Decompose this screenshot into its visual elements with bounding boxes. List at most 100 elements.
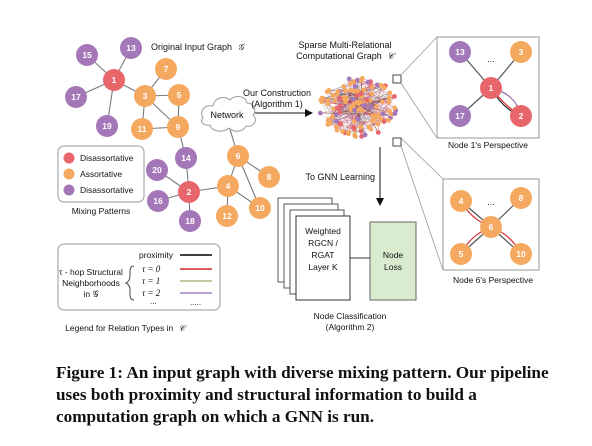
mixing-patterns-caption: Mixing Patterns <box>72 206 131 216</box>
hairball-edge <box>340 106 369 127</box>
hairball-node <box>382 85 387 91</box>
tau-2-label: τ = 2 <box>142 288 161 298</box>
node-loss-line1: Node <box>383 250 404 260</box>
gnn-layer-line2: RGCN / <box>308 238 338 248</box>
hairball-node <box>365 79 371 85</box>
legend-brace <box>124 265 135 301</box>
hairball-node <box>345 129 351 135</box>
view-node-label: 5 <box>459 249 464 259</box>
node-loss-box: Node Loss <box>369 221 417 301</box>
hairball-node <box>369 91 375 97</box>
structural-label-line3: in 𝒢 <box>83 289 99 299</box>
node1-perspective-panel: 13 3 1 17 2 ... Node 1's Perspective <box>436 36 540 150</box>
graph-node-label: 2 <box>187 187 192 197</box>
hairball-node <box>346 76 352 82</box>
our-construction-line1: Our Construction <box>243 88 311 98</box>
hairball-node <box>372 112 378 118</box>
hairball-node <box>352 107 357 113</box>
view-node <box>449 41 471 63</box>
sparse-graph-title-line2: Computational Graph 𝒞 <box>296 51 396 61</box>
graph-node-label: 16 <box>153 196 163 206</box>
graph-node-label: 14 <box>181 153 191 163</box>
hairball-node <box>340 129 345 134</box>
graph-node <box>175 147 197 169</box>
hairball-node <box>330 114 336 119</box>
node-classification-line1: Node Classification <box>314 311 387 321</box>
graph-node-label: 6 <box>236 151 241 161</box>
hairball-node <box>352 134 358 139</box>
hairball-node <box>355 116 361 122</box>
graph-node-label: 10 <box>255 203 265 213</box>
hairball-node <box>364 97 370 103</box>
zoom-connectors <box>400 36 444 271</box>
zoom-box-top <box>392 74 402 84</box>
graph-node-label: 17 <box>71 92 81 102</box>
hairball-edge <box>342 92 390 132</box>
graph-node <box>258 166 280 188</box>
hairball-node <box>343 99 348 105</box>
structural-label-line2: Neighborhoods <box>62 278 120 288</box>
graph-node <box>146 159 168 181</box>
hairball-node <box>386 99 392 105</box>
figure-caption: Figure 1: An input graph with diverse mi… <box>56 363 549 426</box>
view-node-label: 13 <box>455 47 465 57</box>
hairball-edge <box>340 106 355 122</box>
hairball-node <box>375 82 380 88</box>
hairball-node <box>332 98 338 104</box>
graph-node-label: 4 <box>226 181 231 191</box>
hairball-node <box>386 95 392 101</box>
proximity-label: proximity <box>139 250 174 260</box>
graph-node <box>147 190 169 212</box>
sparse-graph-title-line1: Sparse Multi-Relational <box>298 40 391 50</box>
view-node <box>510 105 532 127</box>
hairball-node <box>354 89 360 95</box>
hairball-node <box>361 87 366 93</box>
tau-0-label: τ = 0 <box>142 264 161 274</box>
hairball-node <box>351 126 357 132</box>
graph-node <box>227 145 249 167</box>
hairball-node <box>351 118 357 124</box>
hairball-node <box>358 124 364 130</box>
graph-node-label: 9 <box>176 122 181 132</box>
hairball-node <box>352 83 358 89</box>
hairball-node <box>386 117 391 123</box>
to-gnn-learning-label: To GNN Learning <box>305 172 375 182</box>
gnn-layer-line4: Layer K <box>308 262 338 272</box>
hairball-edge <box>320 100 338 131</box>
hairball-node <box>358 128 364 134</box>
hairball-node <box>358 91 364 97</box>
hairball-edge <box>336 101 389 128</box>
legend-more-lines: ..... <box>190 298 201 307</box>
graph-node-label: 19 <box>102 121 112 131</box>
graph-node <box>167 116 189 138</box>
hairball-node <box>341 84 347 89</box>
hairball-node <box>319 95 325 101</box>
graph-node <box>65 86 87 108</box>
view-node-label: 6 <box>489 222 494 232</box>
graph-node <box>178 181 200 203</box>
view-node <box>450 243 472 265</box>
view-node-label: 3 <box>519 47 524 57</box>
hairball-node <box>334 118 340 124</box>
hairball-node <box>325 122 331 127</box>
hairball-node <box>392 94 397 99</box>
figure-diagram: Network 15 13 1 7 17 3 5 19 11 9 20 <box>57 36 540 333</box>
view-node-label: 4 <box>459 196 464 206</box>
hairball-node <box>355 77 360 83</box>
legend-more: ... <box>150 297 157 306</box>
graph-node-label: 5 <box>177 90 182 100</box>
hairball-node <box>375 130 381 135</box>
graph-node-label: 7 <box>164 64 169 74</box>
hairball-node <box>335 105 340 111</box>
original-input-graph: Network 15 13 1 7 17 3 5 19 11 9 20 <box>65 37 280 232</box>
structural-label: τ - hop Structural <box>59 267 123 277</box>
graph-node <box>179 210 201 232</box>
hairball-node <box>335 89 341 95</box>
original-graph-label: Original Input Graph 𝒢 <box>151 42 246 52</box>
network-label: Network <box>210 110 244 120</box>
hairball-node <box>379 99 385 105</box>
legend-label: Disassortative <box>80 185 134 195</box>
construction-arrow-group: Our Construction (Algorithm 1) <box>243 88 313 117</box>
legend-label: Assortative <box>80 169 122 179</box>
hairball-node <box>342 94 348 100</box>
